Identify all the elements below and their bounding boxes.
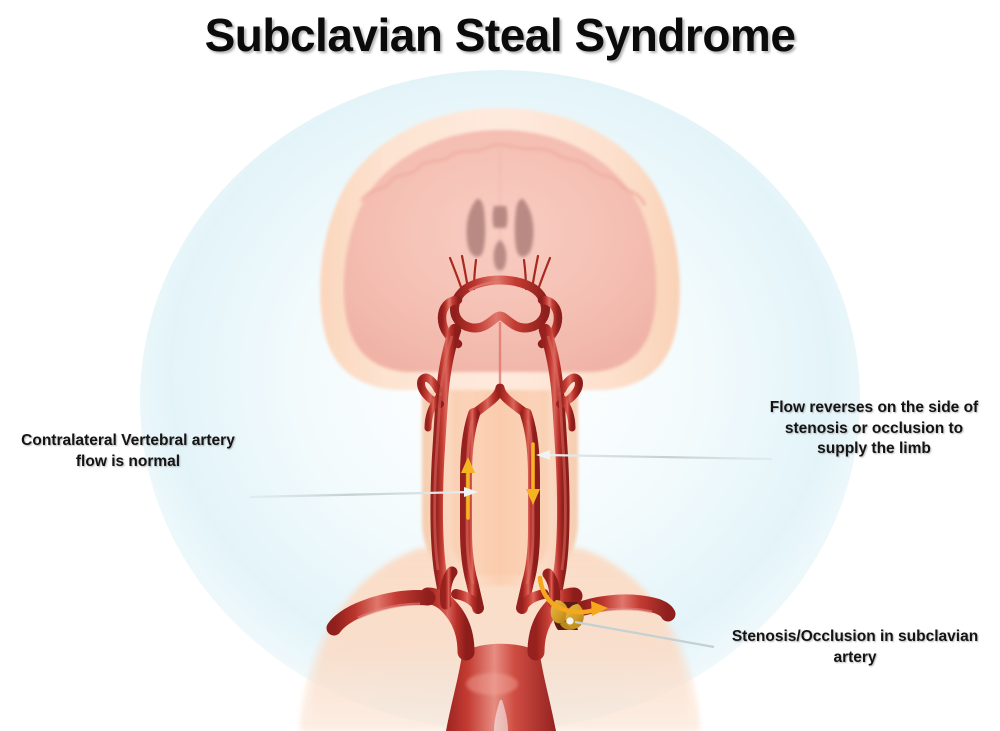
leader-line-flow-reverses	[536, 450, 773, 461]
right-subclavian-artery	[517, 568, 676, 622]
annotation-contralateral-vertebral: Contralateral Vertebral artery flow is n…	[2, 431, 254, 472]
aortic-arch	[446, 643, 556, 731]
page-title: Subclavian Steal Syndrome	[204, 9, 796, 61]
annotation-flow-reverses: Flow reverses on the side of stenosis or…	[752, 398, 996, 460]
annotation-flow-reverses-line-3: supply the limb	[817, 440, 931, 458]
annotation-flow-reverses-line-1: Flow reverses on the side of	[769, 399, 979, 416]
annotation-stenosis-line-1: Stenosis/Occlusion in subclavian	[731, 628, 979, 645]
left-common-carotid-artery	[417, 323, 462, 611]
annotation-stenosis-line-2: artery	[833, 648, 877, 666]
lateral-ventricles	[466, 198, 534, 271]
annotation-stenosis-occlusion: Stenosis/Occlusion in subclavian artery	[712, 627, 998, 668]
leader-line-stenosis	[566, 617, 715, 649]
right-vertebral-artery	[516, 408, 540, 614]
leader-lines	[249, 450, 773, 649]
subclavian-steal-flow-arrow	[537, 575, 608, 616]
left-carotid-bifurcation	[417, 373, 444, 432]
leader-line-contralateral	[249, 487, 478, 499]
right-common-carotid-artery	[538, 323, 583, 611]
right-carotid-bifurcation	[556, 373, 583, 432]
left-subclavian-artery	[326, 566, 483, 636]
annotation-contralateral-line-2: flow is normal	[75, 452, 181, 470]
annotation-contralateral-line-1: Contralateral Vertebral artery	[21, 432, 235, 449]
right-vertebral-flow-arrow-down	[526, 442, 540, 505]
annotation-flow-reverses-line-2: stenosis or occlusion to	[784, 419, 964, 437]
